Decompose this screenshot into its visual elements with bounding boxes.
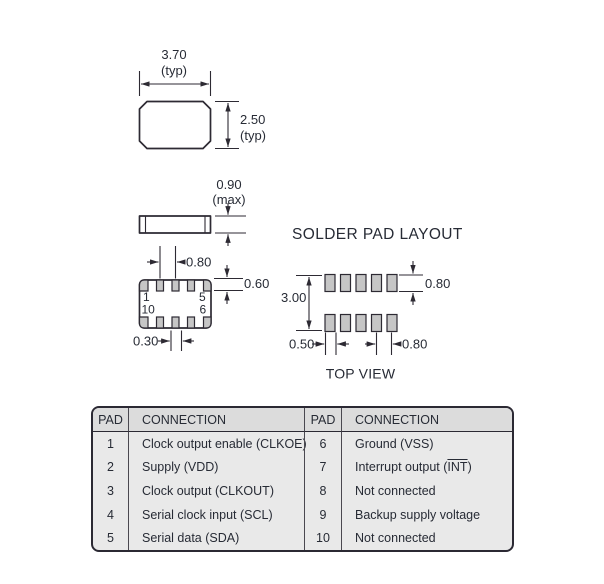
package-side-view: 0.90 (max) (138, 177, 246, 246)
pad (186, 316, 196, 329)
pad (171, 279, 180, 292)
pad-number-cell: 8 (304, 479, 341, 503)
side-profile-outline (138, 215, 212, 234)
pad-number-cell: 4 (107, 507, 114, 522)
solder-pad (355, 273, 367, 293)
dim-solder-pad-width: 0.50 (289, 337, 314, 352)
dim-package-thickness: 0.90 (216, 177, 241, 192)
pad (155, 279, 165, 292)
pad-number-cell: 3 (107, 483, 114, 498)
col-header-connection-left: CONNECTION (128, 408, 304, 432)
connection-cell: Ground (VSS) (341, 432, 512, 456)
dim-package-height: 2.50 (240, 112, 265, 127)
dim-solder-pad-height: 0.80 (425, 276, 450, 291)
connection-cell: Clock output (CLKOUT) (128, 479, 304, 503)
footprint-view: 1 5 10 6 0.80 0.60 0.30 (133, 246, 269, 351)
solder-pad (386, 313, 398, 333)
solder-pad-layout-title: SOLDER PAD LAYOUT (292, 226, 463, 243)
col-header-pad-right: PAD (304, 408, 341, 432)
connection-cell: Not connected (341, 479, 512, 503)
pin-number-6: 6 (200, 303, 207, 317)
pad-number-cell: 1 (107, 436, 114, 451)
pad (171, 316, 180, 329)
top-view-caption: TOP VIEW (326, 366, 396, 382)
mechanical-drawing: 3.70 (typ) 2.50 (typ) 0.90 (max) SOLDER … (133, 47, 463, 382)
dim-solder-pad-pitch: 0.80 (402, 337, 427, 352)
col-header-connection-right: CONNECTION (341, 408, 512, 432)
dim-package-width: 3.70 (161, 47, 186, 62)
solder-pad (355, 313, 367, 333)
pad-number-cell: 7 (304, 455, 341, 480)
solder-pad (339, 313, 352, 333)
solder-pad (339, 273, 352, 293)
solder-pad (386, 273, 398, 293)
pad (186, 279, 196, 292)
pin-number-1: 1 (143, 290, 150, 304)
dim-footprint-pitch: 0.80 (186, 255, 211, 270)
solder-pad (324, 273, 336, 293)
connection-cell: Not connected (341, 526, 512, 550)
pin-number-5: 5 (199, 290, 206, 304)
solder-pad (370, 273, 383, 293)
dim-row-span: 3.00 (281, 290, 306, 305)
solder-pad (324, 313, 336, 333)
corner-pad (138, 279, 149, 292)
pad-number-cell: 9 (304, 502, 341, 527)
connection-cell: Clock output enable (CLKOE) (128, 432, 307, 456)
dim-package-width-qualifier: (typ) (161, 63, 187, 78)
pad-number-cell: 10 (304, 526, 341, 550)
pad-number-cell: 5 (107, 531, 114, 546)
overline-text: INT (447, 460, 468, 475)
connection-cell: Serial clock input (SCL) (128, 502, 304, 527)
solder-pad (370, 313, 383, 333)
pad (155, 316, 165, 329)
pin-number-10: 10 (142, 303, 156, 317)
connection-cell: Supply (VDD) (128, 455, 304, 480)
dim-package-height-qualifier: (typ) (240, 128, 266, 143)
dim-footprint-pad-depth: 0.60 (244, 276, 269, 291)
corner-pad (202, 316, 212, 329)
corner-pad (138, 316, 149, 329)
package-top-view: 3.70 (typ) 2.50 (typ) (138, 47, 266, 150)
solder-pad-layout-view: 3.00 0.80 0.50 0.80 TOP VIEW (281, 261, 450, 382)
connection-cell: Serial data (SDA) (128, 526, 304, 550)
package-outline (138, 100, 212, 150)
dim-footprint-pad-width: 0.30 (133, 334, 158, 349)
connection-cell: Interrupt output (INT) (341, 455, 512, 480)
pad-number-cell: 6 (304, 432, 341, 456)
pad-number-cell: 2 (107, 460, 114, 475)
col-header-pad-left: PAD (93, 408, 128, 432)
corner-pad (202, 279, 212, 292)
connection-cell: Backup supply voltage (341, 502, 512, 527)
dim-package-thickness-qualifier: (max) (212, 192, 245, 207)
